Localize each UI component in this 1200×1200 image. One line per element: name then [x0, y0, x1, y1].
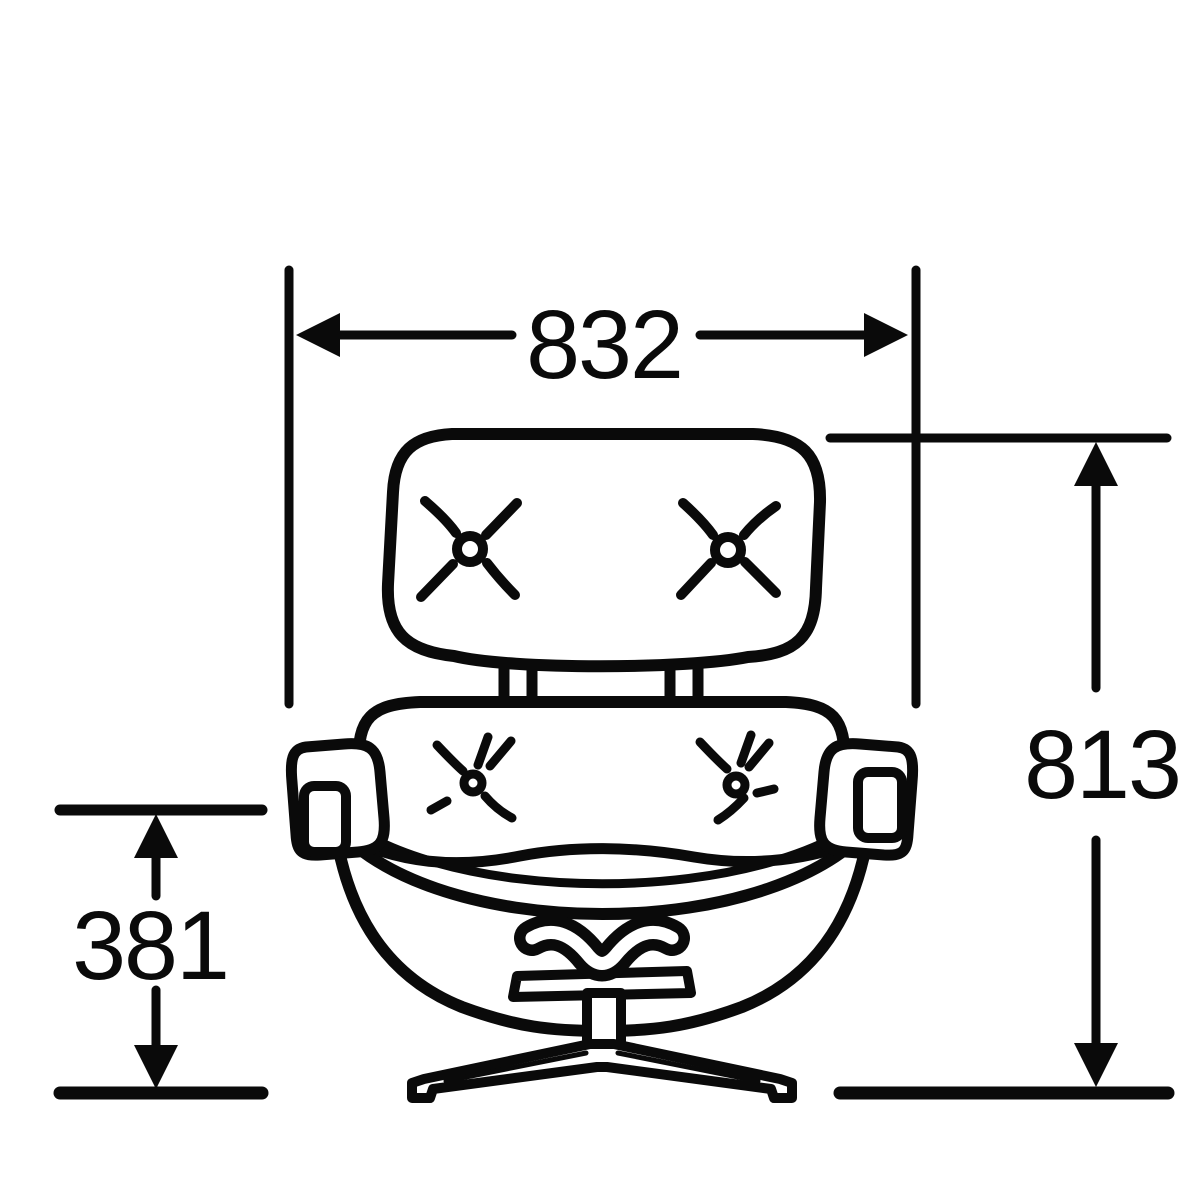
- dimension-seat-height-value: 381: [72, 891, 228, 1000]
- seat-rim-lower: [318, 806, 888, 920]
- headrest-cushion: [381, 428, 827, 673]
- arrow-right-icon: [864, 313, 908, 357]
- dimension-height: 813: [1024, 442, 1182, 1087]
- headrest-buttons: [416, 496, 781, 602]
- extension-lines: [53, 265, 1175, 1100]
- arrow-down-icon: [134, 1045, 178, 1089]
- armrest-left-support: [299, 781, 351, 857]
- armrest-left: [285, 738, 390, 861]
- dimension-height-value: 813: [1024, 710, 1180, 819]
- back-buttons: [426, 730, 779, 825]
- base-bar: [508, 966, 696, 1002]
- armrest-right-support: [853, 767, 907, 843]
- star-base: [407, 1039, 797, 1103]
- dimension-seat-height: 381: [72, 814, 230, 1089]
- armrest-right: [814, 738, 919, 861]
- v-bracket: [514, 914, 690, 982]
- back-cushion: [352, 696, 851, 854]
- chair-drawing: [285, 428, 919, 1103]
- arrow-down-icon: [1074, 1043, 1118, 1087]
- arrow-left-icon: [296, 313, 340, 357]
- arrow-up-icon: [134, 814, 178, 858]
- dimension-width: 832: [296, 290, 908, 399]
- arrow-up-icon: [1074, 442, 1118, 486]
- dimension-width-value: 832: [526, 290, 682, 399]
- seat-cushion-edge: [342, 832, 863, 869]
